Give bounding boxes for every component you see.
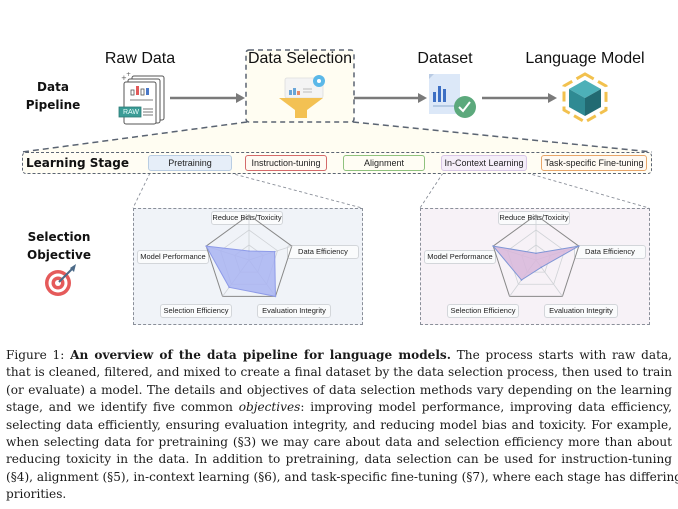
- radar-point: [540, 266, 543, 269]
- data-pipeline-row-label: Data Pipeline: [18, 78, 88, 114]
- radar-data-area: [491, 245, 580, 281]
- chip-reduce-bias-toxicity: Reduce Bias/Toxicity: [211, 211, 283, 225]
- caption-line: priorities.: [6, 487, 67, 502]
- radar-point: [492, 245, 495, 247]
- objective-panel-pretraining: Reduce Bias/Toxicity Data Efficiency Eva…: [133, 208, 363, 325]
- selection-objective-label: Selection Objective: [14, 228, 104, 264]
- caption-line: reducing toxicity in the data. In additi…: [6, 452, 672, 467]
- caption-prefix: Figure 1:: [6, 348, 71, 362]
- radar-chart-pretraining: [205, 214, 293, 298]
- pretraining-zoom-right: [229, 172, 363, 209]
- arrow-dataset-to-model: [482, 93, 557, 103]
- radar-grid-ring: [205, 214, 293, 297]
- target-arrow-icon: [45, 264, 76, 296]
- chip-data-efficiency: Data Efficiency: [574, 245, 646, 259]
- radar-point: [274, 295, 277, 298]
- row-label-line: Data: [37, 80, 69, 94]
- raw-data-title: Raw Data: [104, 50, 176, 67]
- objective-label-line: Objective: [27, 248, 91, 262]
- radar-data-area: [205, 245, 276, 298]
- chip-selection-efficiency: Selection Efficiency: [160, 304, 232, 318]
- arrow-raw-to-selection: [170, 93, 245, 103]
- caption-title: An overview of the data pipeline for lan…: [70, 348, 451, 362]
- arrow-selection-to-dataset: [354, 93, 427, 103]
- icl-zoom-left: [419, 172, 444, 209]
- radar-point: [273, 250, 276, 253]
- radar-point: [248, 250, 250, 252]
- learning-stage-label: Learning Stage: [26, 156, 129, 170]
- caption-text: : improving model performance, improving…: [300, 400, 672, 415]
- chip-model-performance: Model Performance: [424, 250, 496, 264]
- zoom-edge-left: [21, 121, 248, 153]
- caption-line: selecting data efficiently, ensuring eva…: [6, 417, 672, 432]
- selection-zoom-region: [22, 122, 652, 152]
- radar-point: [535, 252, 537, 255]
- chip-model-performance: Model Performance: [137, 250, 209, 264]
- caption-emphasis: objectives: [238, 400, 301, 415]
- radar-grid-ring: [506, 229, 566, 285]
- caption-line: (or evaluate) a model. The details and o…: [6, 382, 672, 397]
- caption-line: when selecting data for pretraining (§3)…: [6, 435, 672, 450]
- chip-evaluation-integrity: Evaluation Integrity: [257, 304, 331, 318]
- row-label-line: Pipeline: [25, 98, 81, 112]
- chip-evaluation-integrity: Evaluation Integrity: [544, 304, 618, 318]
- radar-point: [577, 245, 580, 247]
- caption-line: (§4), alignment (§5), in-context learnin…: [6, 469, 678, 484]
- dataset-checked-icon: [429, 74, 476, 118]
- chip-selection-efficiency: Selection Efficiency: [447, 304, 519, 318]
- caption-text: stage, and we identify five common: [6, 400, 239, 415]
- stage-task-specific-fine-tuning[interactable]: Task-specific Fine-tuning: [541, 155, 647, 171]
- funnel-filter-icon: [279, 75, 325, 118]
- stage-in-context-learning[interactable]: In-Context Learning: [441, 155, 527, 171]
- icl-zoom-right: [526, 172, 650, 209]
- figure-caption: Figure 1: An overview of the data pipeli…: [6, 347, 678, 504]
- stage-alignment[interactable]: Alignment: [343, 155, 425, 171]
- radar-chart-in-context-learning: [491, 214, 580, 297]
- radar-grid-ring: [492, 214, 580, 297]
- svg-text:+: +: [126, 71, 131, 78]
- objective-panel-in-context-learning: Reduce Bias/Toxicity Data Efficiency Eva…: [420, 208, 650, 325]
- radar-point: [520, 279, 523, 281]
- objective-label-line: Selection: [27, 230, 91, 244]
- dataset-title: Dataset: [417, 50, 473, 67]
- caption-line: that is cleaned, filtered, and mixed to …: [6, 365, 672, 380]
- hexagon-cube-icon: [562, 72, 608, 124]
- radar-point: [205, 245, 208, 247]
- caption-text: The process starts with raw data,: [450, 348, 672, 362]
- chip-data-efficiency: Data Efficiency: [287, 245, 359, 259]
- stage-instruction-tuning[interactable]: Instruction-tuning: [245, 155, 327, 171]
- raw-data-document-icon: + +: [118, 71, 165, 125]
- svg-text:+: +: [121, 74, 127, 82]
- stage-pretraining[interactable]: Pretraining: [148, 155, 232, 171]
- pretraining-zoom-left: [132, 172, 151, 209]
- chip-reduce-bias-toxicity: Reduce Bias/Toxicity: [498, 211, 570, 225]
- data-selection-title: Data Selection: [247, 50, 353, 67]
- raw-badge: RAW: [122, 109, 140, 116]
- radar-point: [228, 286, 230, 289]
- language-model-title: Language Model: [525, 50, 645, 67]
- zoom-edge-right: [352, 121, 653, 153]
